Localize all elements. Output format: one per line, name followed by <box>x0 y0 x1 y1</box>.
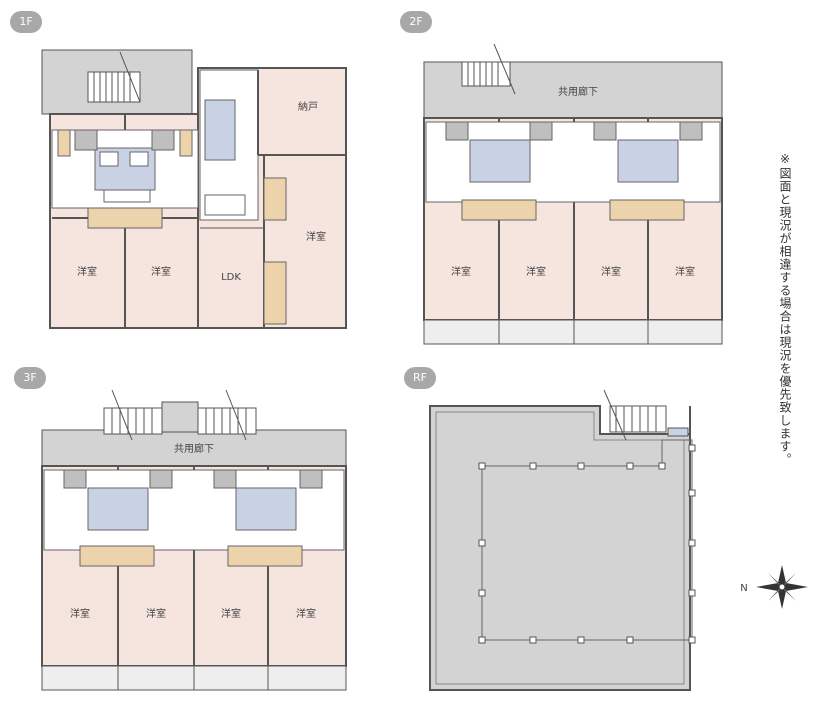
room-label-1f-closet: 納戸 <box>298 100 318 113</box>
balcony-2f <box>423 319 723 345</box>
storage-1f-left <box>87 207 163 229</box>
room-label-3f-2: 洋室 <box>146 607 166 620</box>
corridor-label-2f: 共用廊下 <box>558 85 598 98</box>
room-label-2f-4: 洋室 <box>675 265 695 278</box>
plan-rf <box>429 389 696 691</box>
floor-badge-2f: 2F <box>400 11 432 33</box>
plan-1f: 洋室 洋室 LDK 納戸 洋室 <box>41 49 347 329</box>
room-label-2f-2: 洋室 <box>526 265 546 278</box>
room-label-3f-1: 洋室 <box>70 607 90 620</box>
room-label-1f-western-a: 洋室 <box>77 265 97 278</box>
corridor-3f <box>41 429 347 467</box>
room-label-3f-4: 洋室 <box>296 607 316 620</box>
corridor-label-3f: 共用廊下 <box>174 442 214 455</box>
floor-badge-rf: RF <box>404 367 436 389</box>
room-label-1f-ldk: LDK <box>221 272 241 283</box>
plan-3f: 共用廊下 洋室 洋室 洋室 洋室 <box>41 389 347 691</box>
room-label-3f-3: 洋室 <box>221 607 241 620</box>
stairs-1f <box>87 71 141 103</box>
compass-rose: N <box>740 565 808 609</box>
compass-north-label: N <box>740 583 747 594</box>
room-label-2f-1: 洋室 <box>451 265 471 278</box>
plan-2f: 共用廊下 洋室 洋室 洋室 洋室 <box>423 43 723 345</box>
room-label-2f-3: 洋室 <box>601 265 621 278</box>
floor-badge-1f: 1F <box>10 11 42 33</box>
room-label-1f-western-b: 洋室 <box>151 265 171 278</box>
roof-slab <box>429 405 691 691</box>
room-label-1f-western-c: 洋室 <box>306 230 326 243</box>
disclaimer-note: ※図面と現況が相違する場合は現況を優先致します。 <box>778 152 792 466</box>
floor-badge-3f: 3F <box>14 367 46 389</box>
